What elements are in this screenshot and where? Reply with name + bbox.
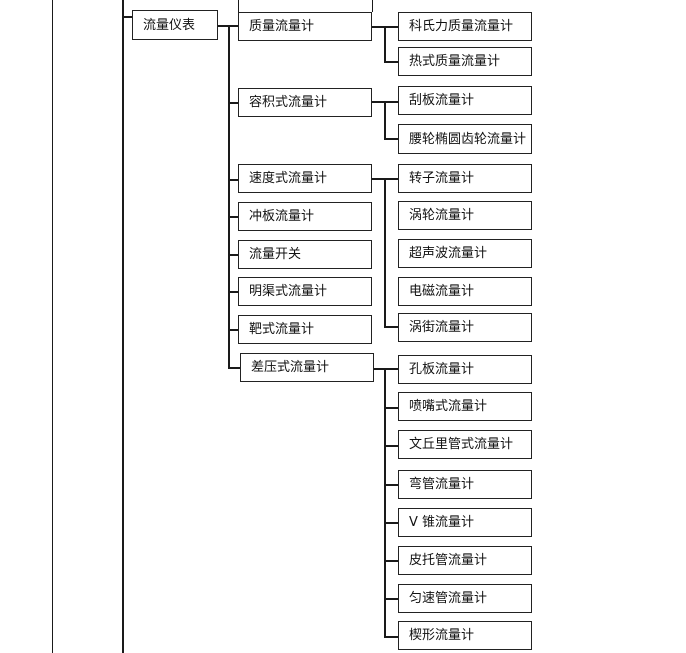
leaf-node: 电磁流量计: [398, 277, 532, 306]
leaf-node: 腰轮椭圆齿轮流量计: [398, 124, 532, 154]
leaf-node: 匀速管流量计: [398, 584, 532, 613]
root-node: 流量仪表: [132, 10, 218, 40]
leaf-node: 喷嘴式流量计: [398, 392, 532, 421]
leaf-node: 转子流量计: [398, 164, 532, 193]
group-label: 差压式流量计: [251, 360, 330, 375]
leaf-label: 科氏力质量流量计: [409, 19, 514, 34]
child-branch-line: [384, 326, 398, 328]
leaf-node: 涡轮流量计: [398, 201, 532, 230]
leaf-label: 热式质量流量计: [409, 54, 501, 69]
leaf-label: 文丘里管式流量计: [409, 437, 514, 452]
leaf-label: 皮托管流量计: [409, 553, 488, 568]
root-trunk-line: [122, 0, 124, 653]
child-branch-line: [384, 598, 398, 600]
top-cut-line-right: [372, 0, 373, 12]
group-children-trunk: [384, 368, 386, 638]
leaf-node: 热式质量流量计: [398, 47, 532, 76]
groups-trunk-line: [228, 25, 230, 369]
leaf-node: 皮托管流量计: [398, 546, 532, 575]
leaf-node: 孔板流量计: [398, 355, 532, 384]
leaf-label: 电磁流量计: [409, 284, 475, 299]
group-label: 靶式流量计: [249, 322, 315, 337]
trunk-branch-line: [228, 216, 238, 218]
child-branch-line: [384, 636, 398, 638]
group-node: 明渠式流量计: [238, 277, 372, 306]
leaf-label: 孔板流量计: [409, 362, 475, 377]
group-label: 流量开关: [249, 247, 302, 262]
top-cut-line: [238, 0, 239, 12]
trunk-branch-line: [228, 179, 238, 181]
child-branch-line: [384, 560, 398, 562]
group-node: 容积式流量计: [238, 88, 372, 117]
left-border-line: [52, 0, 53, 653]
leaf-node: 弯管流量计: [398, 470, 532, 499]
group-node: 靶式流量计: [238, 315, 372, 344]
child-branch-line: [384, 522, 398, 524]
group-children-trunk: [384, 26, 386, 63]
trunk-branch-line: [228, 367, 240, 369]
child-branch-line: [384, 484, 398, 486]
group-node: 冲板流量计: [238, 202, 372, 231]
child-branch-line: [384, 445, 398, 447]
leaf-node: 刮板流量计: [398, 86, 532, 115]
child-branch-line: [384, 407, 398, 409]
root-node-label: 流量仪表: [143, 17, 196, 33]
leaf-label: V 锥流量计: [409, 515, 475, 530]
leaf-label: 刮板流量计: [409, 93, 475, 108]
group-node: 速度式流量计: [238, 164, 372, 193]
leaf-label: 弯管流量计: [409, 477, 475, 492]
leaf-node: 涡街流量计: [398, 313, 532, 342]
group-branch-line: [374, 368, 398, 370]
leaf-label: 楔形流量计: [409, 628, 475, 643]
leaf-label: 匀速管流量计: [409, 591, 488, 606]
trunk-branch-line: [228, 254, 238, 256]
leaf-node: 楔形流量计: [398, 621, 532, 650]
leaf-label: 超声波流量计: [409, 246, 488, 261]
leaf-label: 涡街流量计: [409, 320, 475, 335]
group-label: 容积式流量计: [249, 95, 328, 110]
group-node: 质量流量计: [238, 12, 372, 41]
group-children-trunk: [384, 101, 386, 140]
leaf-node: 文丘里管式流量计: [398, 430, 532, 459]
leaf-label: 转子流量计: [409, 171, 475, 186]
leaf-label: 涡轮流量计: [409, 208, 475, 223]
leaf-node: 超声波流量计: [398, 239, 532, 268]
group-node: 流量开关: [238, 240, 372, 269]
child-branch-line: [384, 61, 398, 63]
leaf-node: 科氏力质量流量计: [398, 12, 532, 41]
group-label: 冲板流量计: [249, 209, 315, 224]
child-branch-line: [384, 138, 398, 140]
group-label: 质量流量计: [249, 19, 315, 34]
root-stub-line: [122, 16, 132, 18]
leaf-node: V 锥流量计: [398, 508, 532, 537]
trunk-branch-line: [228, 329, 238, 331]
trunk-branch-line: [228, 102, 238, 104]
group-label: 明渠式流量计: [249, 284, 328, 299]
group-children-trunk: [384, 178, 386, 328]
group-label: 速度式流量计: [249, 171, 328, 186]
leaf-label: 腰轮椭圆齿轮流量计: [409, 131, 527, 147]
trunk-branch-line: [228, 291, 238, 293]
group-node: 差压式流量计: [240, 353, 374, 382]
leaf-label: 喷嘴式流量计: [409, 399, 488, 414]
